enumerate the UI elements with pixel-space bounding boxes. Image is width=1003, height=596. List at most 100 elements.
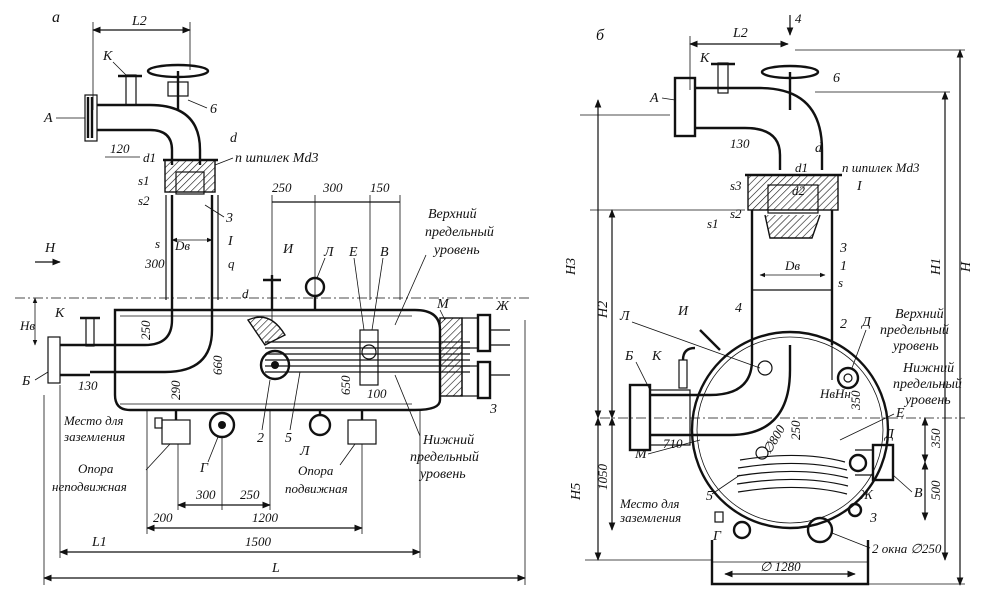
leader: [214, 157, 234, 166]
port-D-upper-inner: [843, 373, 853, 383]
ground-b-2: заземления: [619, 510, 681, 525]
port-D-upper: [836, 366, 860, 390]
dim-500-b: 500: [928, 480, 943, 500]
ground-lug-a: [154, 417, 163, 429]
level-gauge-float: [361, 344, 377, 360]
dim-250b: 250: [240, 487, 260, 502]
valve-K-left: [85, 317, 95, 347]
riser-I: [170, 195, 214, 300]
label-d-inner: d: [242, 286, 249, 301]
tube-end-b: [755, 446, 769, 460]
lower-level-1-b: Нижний: [902, 361, 954, 376]
dim-660: 660: [210, 355, 225, 375]
dim-1200: 1200: [252, 510, 279, 525]
leader: [892, 474, 913, 493]
leader: [711, 474, 741, 495]
label-I-b: I: [856, 179, 863, 194]
label-Hv-b: Hв: [819, 386, 835, 401]
label-6-b: 6: [833, 71, 840, 86]
leader: [371, 257, 384, 331]
label-V-b: В: [914, 486, 923, 501]
label-H-b: H: [959, 261, 974, 273]
label-s1-a: s1: [138, 173, 150, 188]
tube-sheet-circle: [259, 349, 291, 381]
inner-elbow-a: [90, 300, 214, 374]
leader: [289, 371, 301, 431]
windows-b: 2 окна ∅250: [872, 541, 942, 556]
label-d-b: d: [815, 141, 823, 156]
pipe-V-b: [855, 449, 873, 476]
label-A-a: А: [43, 111, 53, 126]
leader: [187, 99, 208, 109]
handwheel-L-bottom: [308, 413, 332, 437]
dim-200: 200: [153, 510, 173, 525]
upper-level-3-b: уровень: [891, 339, 939, 354]
dim-300b: 300: [195, 487, 216, 502]
upper-level-1-b: Верхний: [895, 307, 944, 322]
drum-inner: [696, 336, 884, 524]
upper-level-2-b: предельный: [880, 323, 949, 338]
dim-1280-b: ∅ 1280: [760, 559, 801, 574]
dim-350v-b: 350: [848, 390, 863, 411]
label-M-b: М: [634, 447, 648, 462]
dim-250a: 250: [272, 180, 292, 195]
label-H3-b: H3: [564, 258, 579, 276]
support-moving-2: подвижная: [285, 481, 348, 496]
leader: [851, 329, 867, 369]
drum-b: [690, 330, 890, 530]
flange-B-b: [628, 383, 652, 452]
flange-stud-block: [164, 159, 216, 193]
label-H5-b: H5: [569, 483, 584, 501]
port-D-lower: [848, 453, 868, 473]
leader: [635, 361, 651, 391]
label-q-a: q: [228, 256, 235, 271]
label-I-a: I: [227, 234, 234, 249]
flange-inner: [175, 171, 205, 195]
drain-G-center: [218, 421, 226, 429]
dim-150: 150: [370, 180, 390, 195]
lower-level-3-a: уровень: [418, 467, 466, 482]
support-fixed-1: Опора: [78, 461, 114, 476]
label-2-b: 2: [840, 317, 847, 332]
leader: [631, 321, 761, 369]
dim-L2-a: L2: [131, 14, 147, 29]
lower-level-2-a: предельный: [410, 450, 479, 465]
ground-a-1: Место для: [63, 413, 123, 428]
label-L-bottom-a: Л: [299, 444, 311, 459]
nozzle-3-b: [764, 214, 821, 239]
label-1-b: 1: [840, 259, 847, 274]
label-3b-a: 3: [489, 402, 497, 417]
label-G-b: Г: [712, 529, 722, 544]
leader: [316, 257, 326, 279]
upper-level-3-a: уровень: [432, 243, 480, 258]
upper-level-1-a: Верхний: [428, 207, 477, 222]
dim-130: 130: [78, 378, 98, 393]
label-V-a: В: [380, 245, 389, 260]
label-H-a: Н: [44, 241, 56, 256]
dim-1500: 1500: [245, 534, 272, 549]
dim-300a: 300: [322, 180, 343, 195]
valve-K2-b: [678, 359, 688, 389]
label-s2-a: s2: [138, 193, 150, 208]
label-3b-b: 3: [869, 511, 877, 526]
inner-elbow-b: [650, 345, 792, 437]
dim-300c: 300: [144, 256, 165, 271]
leader: [439, 309, 446, 321]
nozzle-B: [60, 343, 90, 377]
handwheel-hub: [167, 81, 189, 97]
dim-710-b: 710: [663, 436, 683, 451]
drain-G-b: [732, 520, 752, 540]
ground-b-1: Место для: [619, 496, 679, 511]
label-d2-b: d2: [792, 183, 806, 198]
label-E-b: Е: [895, 406, 905, 421]
label-s2-b: s2: [730, 206, 742, 221]
label-K-b: К: [699, 51, 710, 66]
flange-block-inner: [767, 184, 819, 214]
leader: [661, 97, 676, 101]
port-3-b: [847, 502, 863, 518]
support-moving: [347, 419, 377, 445]
label-L1-a: L1: [91, 535, 107, 550]
valve-L-b: [757, 360, 773, 376]
leader: [261, 379, 271, 431]
